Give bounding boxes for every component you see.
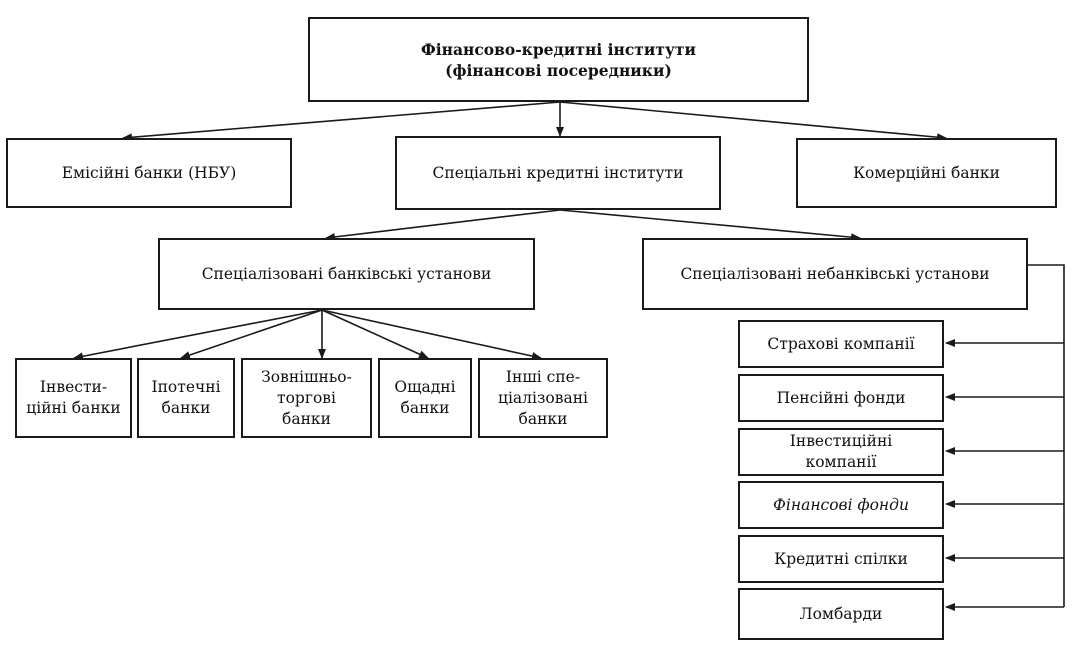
- emission-banks-label: Емісійні банки (НБУ): [61, 163, 237, 182]
- root-node-label: Фінансово-кредитні інститути (фінансові …: [421, 39, 696, 80]
- root-node: Фінансово-кредитні інститути (фінансові …: [308, 17, 809, 102]
- mortgage-banks-label: Іпотечні банки: [151, 378, 221, 417]
- foreign-trade-banks-node: Зовнішньо- торгові банки: [241, 358, 372, 438]
- specialized-bank-label: Спеціалізовані банківські установи: [201, 264, 492, 283]
- specialized-bank-node: Спеціалізовані банківські установи: [158, 238, 535, 310]
- specialized-nonbank-node: Спеціалізовані небанківські установи: [642, 238, 1028, 310]
- savings-banks-node: Ощадні банки: [378, 358, 472, 438]
- credit-unions-node: Кредитні спілки: [738, 535, 944, 583]
- commercial-banks-node: Комерційні банки: [796, 138, 1057, 208]
- investment-banks-label: Інвести- ційні банки: [26, 378, 121, 417]
- investment-companies-label: Інвестиційні компанії: [789, 432, 893, 471]
- pawnshops-node: Ломбарди: [738, 588, 944, 640]
- savings-banks-label: Ощадні банки: [394, 378, 456, 417]
- commercial-banks-label: Комерційні банки: [853, 163, 1000, 182]
- financial-funds-node: Фінансові фонди: [738, 481, 944, 529]
- arrow-bank-to-mortgage: [180, 309, 323, 359]
- insurance-companies-label: Страхові компанії: [767, 334, 915, 353]
- pawnshops-label: Ломбарди: [799, 604, 883, 623]
- special-credit-node: Спеціальні кредитні інститути: [395, 136, 721, 210]
- emission-banks-node: Емісійні банки (НБУ): [6, 138, 292, 208]
- other-specialized-banks-label: Інші спе- ціалізовані банки: [497, 367, 588, 428]
- arrow-bank-to-other: [321, 309, 542, 360]
- financial-funds-label: Фінансові фонди: [773, 495, 909, 514]
- other-specialized-banks-node: Інші спе- ціалізовані банки: [478, 358, 608, 438]
- arrow-root-to-emission: [122, 101, 561, 142]
- arrow-bank-to-savings: [321, 309, 429, 359]
- nonbank-bracket-line: [1028, 264, 1065, 607]
- investment-banks-node: Інвести- ційні банки: [15, 358, 132, 438]
- arrow-special-to-nonbank: [559, 209, 861, 242]
- pension-funds-label: Пенсійні фонди: [776, 388, 906, 407]
- arrow-bank-to-investment: [73, 309, 323, 361]
- special-credit-label: Спеціальні кредитні інститути: [432, 163, 684, 182]
- insurance-companies-node: Страхові компанії: [738, 320, 944, 368]
- credit-unions-label: Кредитні спілки: [774, 549, 908, 568]
- investment-companies-node: Інвестиційні компанії: [738, 428, 944, 476]
- mortgage-banks-node: Іпотечні банки: [137, 358, 235, 438]
- foreign-trade-banks-label: Зовнішньо- торгові банки: [261, 367, 352, 428]
- arrow-root-to-commercial: [559, 101, 947, 142]
- arrow-special-to-bank: [325, 209, 561, 241]
- specialized-nonbank-label: Спеціалізовані небанківські установи: [680, 264, 990, 283]
- pension-funds-node: Пенсійні фонди: [738, 374, 944, 422]
